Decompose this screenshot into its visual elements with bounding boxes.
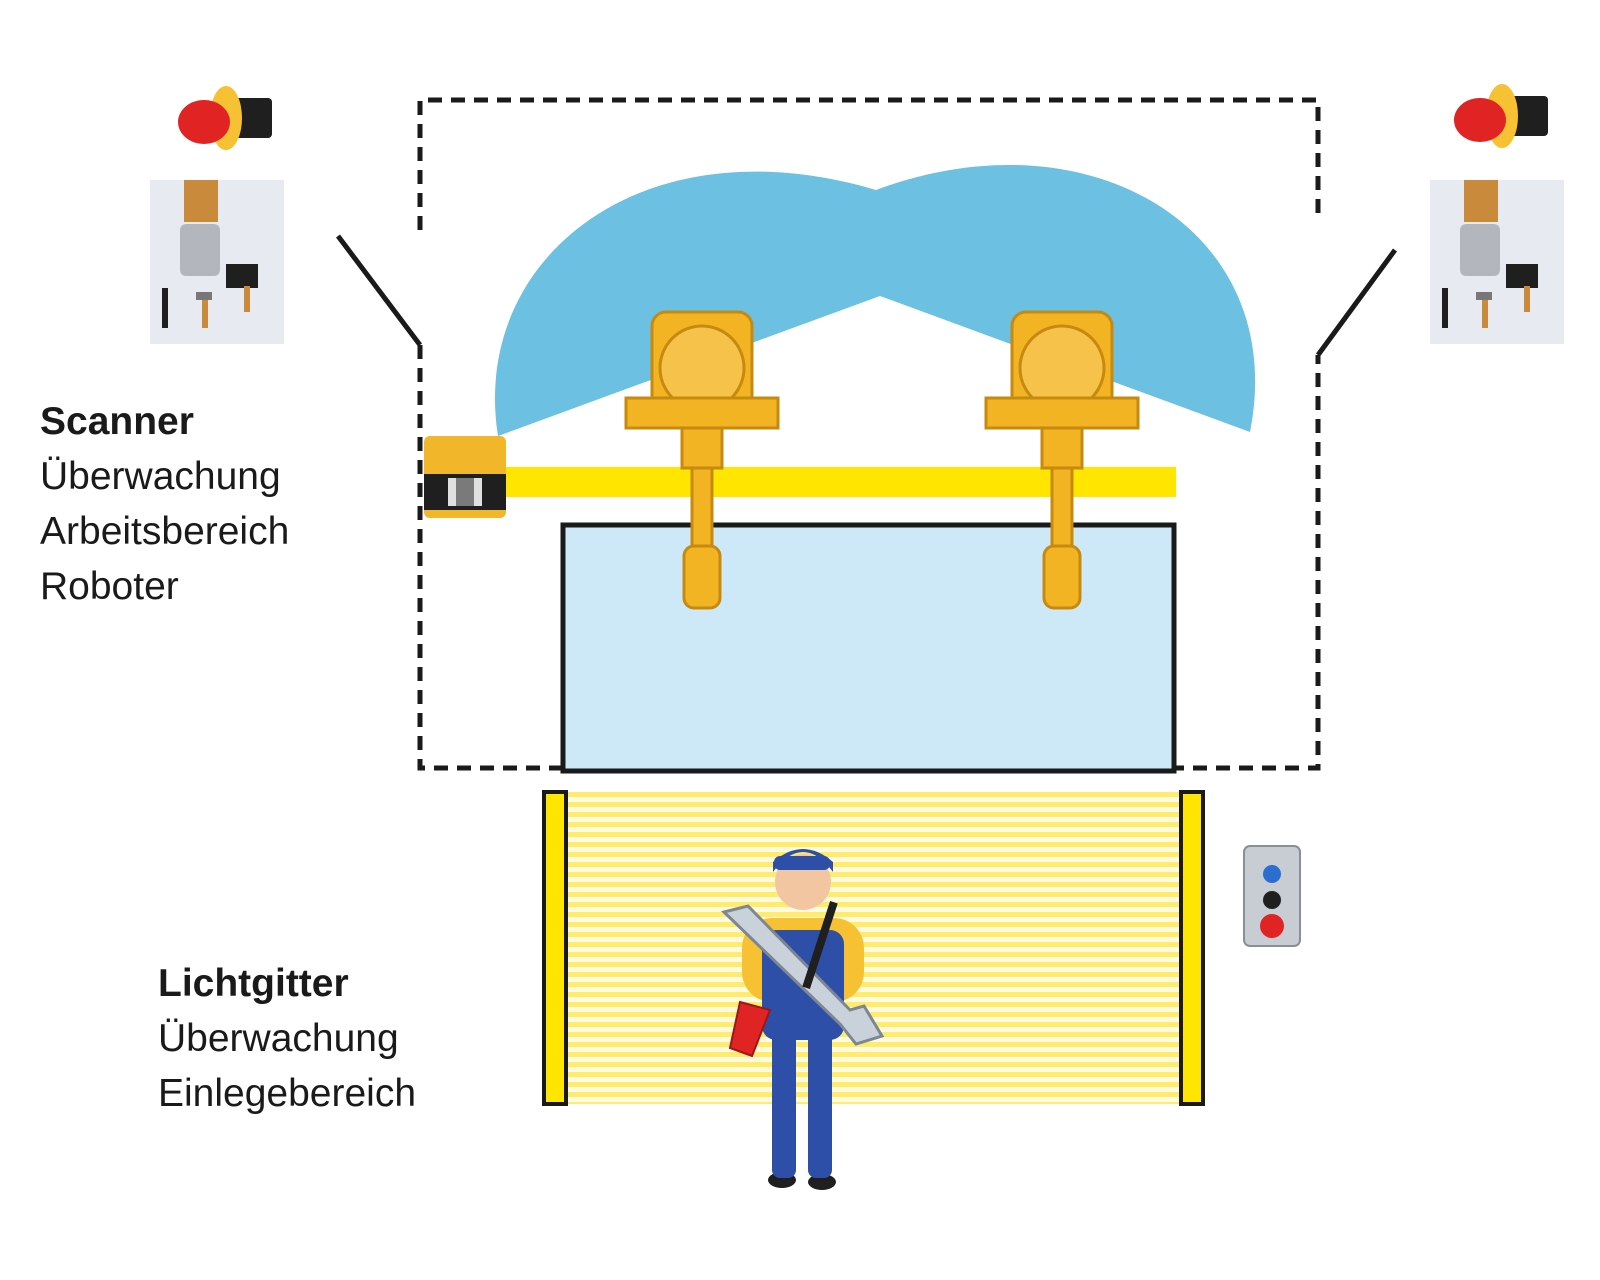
- scanner-label-line: Arbeitsbereich: [40, 510, 290, 553]
- lightgrid-label: Lichtgitter Überwachung Einlegebereich: [158, 956, 416, 1121]
- fence-door-right: [1315, 248, 1398, 357]
- work-table: [560, 522, 1177, 774]
- industrial-robot-icon: [624, 310, 780, 610]
- lightgrid-label-title: Lichtgitter: [158, 962, 349, 1005]
- scanner-label-line: Roboter: [40, 565, 179, 608]
- light-curtain-icon: [542, 790, 1205, 1106]
- safety-switch-icon: [150, 180, 284, 344]
- emergency-stop-icon: [1454, 84, 1548, 148]
- laser-scanner-icon: [424, 436, 506, 518]
- safety-fence: [417, 97, 1321, 771]
- scanner-field: [494, 164, 1256, 436]
- lightgrid-label-line: Überwachung: [158, 1017, 399, 1060]
- safety-switch-icon: [1430, 180, 1564, 344]
- lightgrid-label-line: Einlegebereich: [158, 1072, 417, 1115]
- scanner-label: Scanner Überwachung Arbeitsbereich Robot…: [40, 394, 289, 614]
- fence-door-left: [336, 234, 422, 347]
- emergency-stop-icon: [178, 86, 272, 150]
- industrial-robot-icon: [984, 310, 1140, 610]
- scanner-label-title: Scanner: [40, 400, 194, 443]
- robot-rail: [500, 467, 1176, 497]
- worker-icon: [721, 849, 885, 1190]
- scanner-label-line: Überwachung: [40, 455, 281, 498]
- control-box-icon: [1243, 845, 1301, 947]
